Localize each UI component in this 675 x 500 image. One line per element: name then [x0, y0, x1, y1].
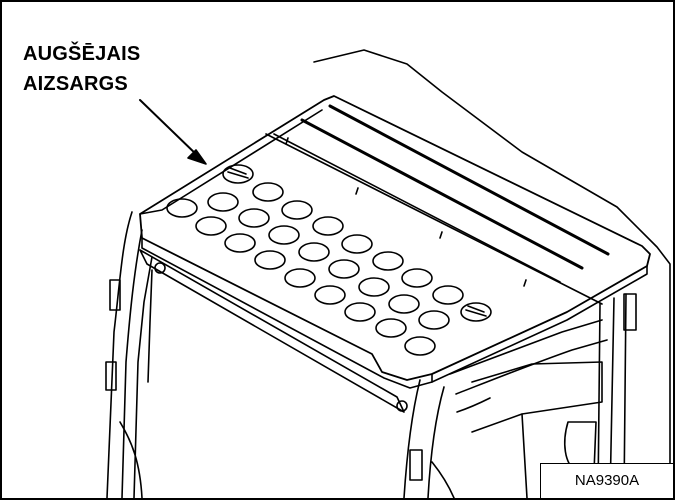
right-pillar-curve-inner — [455, 339, 608, 395]
left-front-pillar — [106, 211, 133, 498]
left-pillar-edge — [133, 256, 153, 498]
hole-hatch-1 — [227, 167, 249, 179]
front-cross-beam — [139, 249, 405, 413]
guard-rib-2 — [300, 118, 584, 270]
callout-leader-line — [139, 99, 201, 159]
hole-hatch-2 — [465, 305, 487, 317]
guard-holes — [166, 164, 492, 356]
left-hinge — [109, 279, 121, 311]
beam-bolt-left — [154, 262, 166, 274]
callout-line-1: AUGŠĒJAIS — [23, 43, 141, 65]
top-guard-step — [265, 133, 603, 305]
top-guard-left-lip — [139, 109, 323, 215]
right-pillar-curve — [449, 319, 603, 375]
right-lower-cab — [431, 461, 455, 498]
callout-line-2: AIZSARGS — [23, 73, 128, 95]
rear-window-line — [521, 413, 528, 498]
lower-left-cab — [119, 421, 143, 498]
callout-arrowhead — [187, 149, 207, 165]
cab-roof-shell — [313, 49, 671, 498]
rear-hinge — [623, 293, 637, 331]
right-hinge — [409, 449, 423, 481]
guard-rib-1 — [328, 104, 610, 256]
left-window-edge — [147, 269, 153, 383]
top-guard-front-edge — [141, 237, 433, 389]
left-hinge-lower — [105, 361, 117, 391]
rear-window-frame — [471, 361, 603, 433]
right-mid-cab — [456, 397, 491, 413]
right-front-pillar — [403, 379, 421, 498]
top-guard-plate — [139, 95, 651, 381]
guard-rib-3 — [273, 133, 561, 283]
figure-id-box: NA9390A — [540, 463, 673, 498]
top-guard-side-edge — [431, 265, 648, 383]
right-front-pillar-inner — [427, 386, 445, 498]
top-guard-callout-label: AUGŠĒJAIS AIZSARGS — [23, 39, 140, 99]
guard-rib-notches — [285, 137, 527, 287]
beam-bolt-right — [396, 400, 408, 412]
left-front-pillar-inner — [121, 229, 143, 498]
